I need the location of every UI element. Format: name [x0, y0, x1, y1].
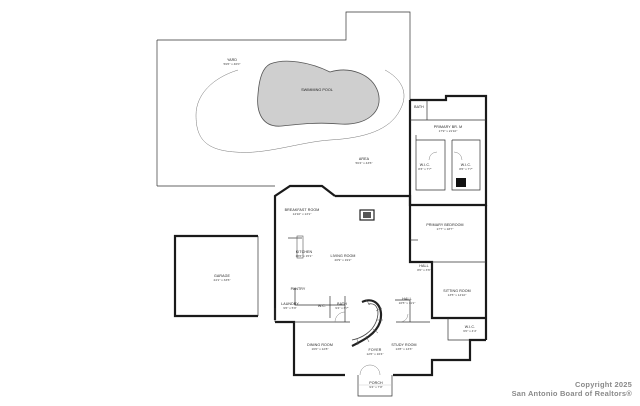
- svg-text:HALL: HALL: [402, 297, 411, 301]
- svg-text:LAUNDRY: LAUNDRY: [281, 302, 299, 306]
- svg-text:8'6" x 7'7": 8'6" x 7'7": [459, 167, 473, 171]
- room-label-pantry: PANTRY: [291, 287, 306, 291]
- svg-text:AREA: AREA: [359, 157, 370, 161]
- svg-text:56'4" x 43'6": 56'4" x 43'6": [356, 161, 373, 165]
- svg-text:17'9" x 21'10": 17'9" x 21'10": [439, 129, 458, 133]
- svg-text:BREAKFAST ROOM: BREAKFAST ROOM: [285, 208, 320, 212]
- svg-text:16'5" x 11'1": 16'5" x 11'1": [399, 301, 416, 305]
- main-house-walls: [273, 184, 488, 377]
- kitchen-island: [296, 235, 304, 259]
- fireplace-primary: [456, 178, 466, 187]
- svg-text:KITCHEN: KITCHEN: [296, 250, 313, 254]
- fireplace-living: [359, 209, 375, 221]
- room-label-dining: DINING ROOM 16'0" x 12'8": [307, 343, 333, 351]
- room-label-breakfast: BREAKFAST ROOM 14'10" x 13'1": [285, 208, 320, 216]
- svg-text:BATH: BATH: [414, 105, 424, 109]
- garage-walls: [173, 234, 259, 318]
- room-label-foyer: FOYER 12'6" x 16'4": [367, 348, 384, 356]
- svg-text:W.I.C.: W.I.C.: [420, 163, 430, 167]
- room-label-bath-lower: BATH 9'4" x 6'7": [335, 302, 349, 310]
- svg-text:9'4" x 6'7": 9'4" x 6'7": [335, 306, 349, 310]
- room-label-porch: PORCH 9'4" x 7'0": [369, 381, 383, 389]
- svg-text:DINING ROOM: DINING ROOM: [307, 343, 333, 347]
- svg-text:GARAGE: GARAGE: [214, 274, 230, 278]
- room-label-hall-center: HALL 16'5" x 11'1": [399, 297, 416, 305]
- svg-text:LIVING ROOM: LIVING ROOM: [330, 254, 355, 258]
- svg-text:FOYER: FOYER: [369, 348, 382, 352]
- svg-text:13'8" x 13'3": 13'8" x 13'3": [396, 347, 413, 351]
- svg-text:W.C.: W.C.: [318, 304, 326, 308]
- room-label-garage: GARAGE 24'1" x 33'6": [214, 274, 231, 282]
- svg-text:SWIMMING POOL: SWIMMING POOL: [301, 88, 333, 92]
- svg-text:BATH: BATH: [337, 302, 347, 306]
- room-label-living: LIVING ROOM 20'9" x 19'2": [330, 254, 355, 262]
- room-label-primary-bath: PRIMARY BR. M 17'9" x 21'10": [434, 125, 463, 133]
- svg-text:8'0" x 3'6": 8'0" x 3'6": [417, 268, 431, 272]
- room-label-wic-1: W.I.C. 8'3" x 7'7": [418, 163, 432, 171]
- svg-text:8'3" x 7'7": 8'3" x 7'7": [418, 167, 432, 171]
- room-label-area: AREA 56'4" x 43'6": [356, 157, 373, 165]
- room-label-primary-bedroom: PRIMARY BEDROOM 17'7" x 18'7": [426, 223, 463, 231]
- svg-text:20'9" x 19'2": 20'9" x 19'2": [335, 258, 352, 262]
- svg-text:14'10" x 13'1": 14'10" x 13'1": [293, 212, 312, 216]
- porch: [357, 375, 393, 397]
- svg-text:W.I.C.: W.I.C.: [461, 163, 471, 167]
- svg-text:6'0" x 4'4": 6'0" x 4'4": [463, 329, 477, 333]
- copyright-line-2: San Antonio Board of Realtors®: [511, 388, 632, 398]
- svg-text:W.I.C.: W.I.C.: [465, 325, 475, 329]
- svg-text:13'5" x 14'10": 13'5" x 14'10": [448, 293, 467, 297]
- svg-text:PRIMARY BEDROOM: PRIMARY BEDROOM: [426, 223, 463, 227]
- room-label-wic-2: W.I.C. 8'6" x 7'7": [459, 163, 473, 171]
- svg-text:HALL: HALL: [419, 264, 428, 268]
- room-label-bath-upper: BATH: [414, 105, 424, 109]
- svg-text:PRIMARY BR. M: PRIMARY BR. M: [434, 125, 463, 129]
- copyright-watermark: Copyright 2025 San Antonio Board of Real…: [511, 380, 632, 398]
- room-label-study: STUDY ROOM 13'8" x 13'3": [391, 343, 416, 351]
- svg-text:16'0" x 12'8": 16'0" x 12'8": [312, 347, 329, 351]
- room-label-wic-3: W.I.C. 6'0" x 4'4": [463, 325, 477, 333]
- svg-text:9'6" x 5'9": 9'6" x 5'9": [283, 306, 297, 310]
- room-label-sitting: SITTING ROOM 13'5" x 14'10": [443, 289, 471, 297]
- room-label-pool: SWIMMING POOL: [301, 88, 333, 92]
- svg-text:17'7" x 18'7": 17'7" x 18'7": [437, 227, 454, 231]
- svg-text:59'6" x 46'0": 59'6" x 46'0": [224, 62, 241, 66]
- swimming-pool: [257, 60, 380, 127]
- svg-text:24'1" x 33'6": 24'1" x 33'6": [214, 278, 231, 282]
- svg-text:12'6" x 16'4": 12'6" x 16'4": [367, 352, 384, 356]
- svg-text:SITTING ROOM: SITTING ROOM: [443, 289, 471, 293]
- svg-text:PANTRY: PANTRY: [291, 287, 306, 291]
- room-label-hall-right: HALL 8'0" x 3'6": [417, 264, 431, 272]
- copyright-line-1: Copyright 2025: [575, 380, 632, 389]
- svg-text:9'4" x 7'0": 9'4" x 7'0": [369, 385, 383, 389]
- svg-text:PORCH: PORCH: [369, 381, 383, 385]
- room-label-laundry: LAUNDRY 9'6" x 5'9": [281, 302, 299, 310]
- room-label-kitchen: KITCHEN 18'6" x 15'1": [296, 250, 313, 258]
- room-label-yard: YARD 59'6" x 46'0": [224, 58, 241, 66]
- primary-suite-walls: [408, 94, 488, 207]
- svg-text:18'6" x 15'1": 18'6" x 15'1": [296, 254, 313, 258]
- room-label-wc: W.C.: [318, 304, 326, 308]
- svg-text:STUDY ROOM: STUDY ROOM: [391, 343, 416, 347]
- svg-text:YARD: YARD: [227, 58, 237, 62]
